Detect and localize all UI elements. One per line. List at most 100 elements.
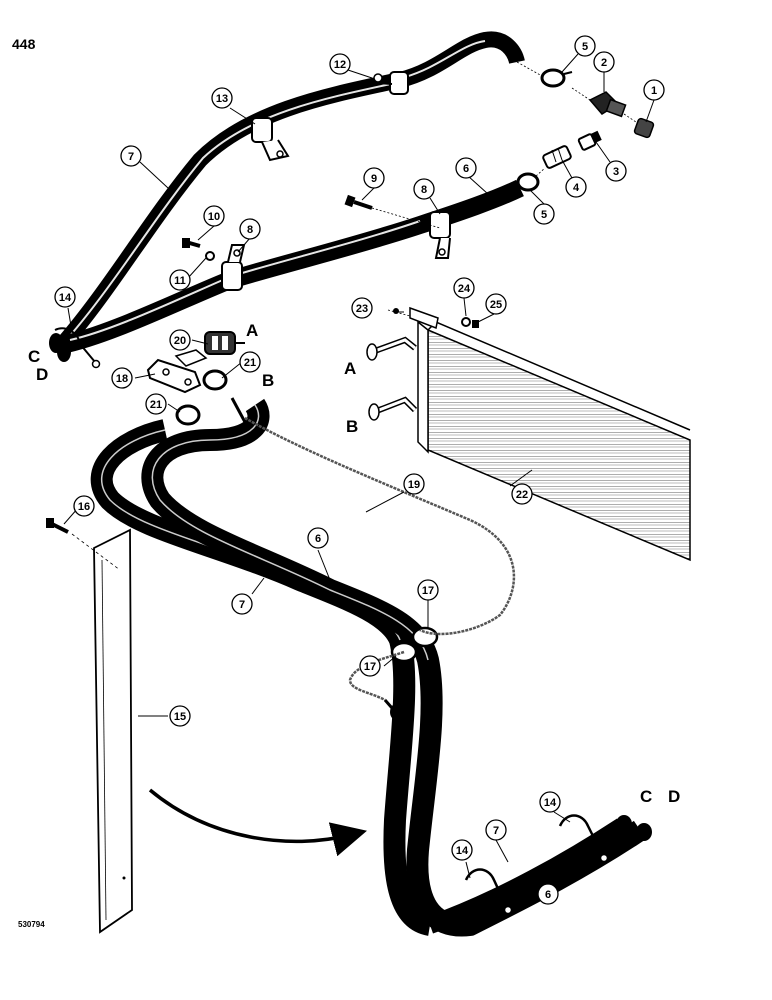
svg-text:6: 6	[545, 889, 551, 901]
svg-text:24: 24	[458, 283, 471, 295]
hose-clamp-14-lower-left	[464, 868, 513, 915]
callout-18: 18	[111, 367, 133, 389]
callout-22: 22	[511, 483, 533, 505]
heater-hose-long-6	[141, 398, 647, 937]
svg-text:14: 14	[544, 797, 557, 809]
hose-clamp-12	[361, 71, 409, 95]
callout-8-right: 8	[413, 178, 435, 200]
bolt-10	[182, 238, 215, 261]
callout-6-middle: 6	[307, 527, 329, 549]
svg-text:8: 8	[421, 184, 427, 196]
callout-5-upper: 5	[574, 35, 596, 57]
connection-label-b-core: B	[346, 417, 358, 436]
callout-19: 19	[403, 473, 425, 495]
svg-text:9: 9	[371, 173, 377, 185]
svg-text:20: 20	[174, 335, 186, 347]
hose-clamp-17-upper	[411, 626, 439, 648]
svg-text:22: 22	[516, 489, 528, 501]
svg-text:5: 5	[541, 209, 547, 221]
nut-25	[472, 320, 479, 328]
callout-10: 10	[203, 205, 225, 227]
washer-24	[461, 317, 471, 327]
connection-label-a-fitting: A	[246, 321, 258, 340]
hose-clamp-21-lower	[175, 397, 248, 426]
callout-6-upper: 6	[455, 157, 477, 179]
shield-plate-15	[71, 528, 133, 934]
callout-9: 9	[363, 167, 385, 189]
svg-text:17: 17	[422, 585, 434, 597]
fitting-1	[623, 113, 655, 139]
svg-text:10: 10	[208, 211, 220, 223]
svg-text:5: 5	[582, 41, 588, 53]
svg-text:1: 1	[651, 85, 657, 97]
svg-text:11: 11	[174, 275, 186, 287]
callout-21-upper: 21	[239, 351, 261, 373]
shutoff-valve-2	[571, 87, 627, 118]
callout-13: 13	[211, 87, 233, 109]
nipple-3	[577, 130, 602, 151]
svg-text:2: 2	[601, 57, 607, 69]
hose-clamp-5-lower	[516, 167, 546, 192]
svg-text:3: 3	[613, 166, 619, 178]
callout-21-lower: 21	[145, 393, 167, 415]
svg-text:23: 23	[356, 303, 368, 315]
svg-text:7: 7	[239, 599, 245, 611]
install-direction-arrow	[148, 788, 367, 857]
callout-25: 25	[485, 293, 507, 315]
callout-4: 4	[565, 176, 587, 198]
svg-text:6: 6	[315, 533, 321, 545]
callout-5-lower: 5	[533, 203, 555, 225]
callout-11: 11	[169, 269, 191, 291]
callout-7-lower: 7	[485, 819, 507, 841]
svg-text:13: 13	[216, 93, 228, 105]
svg-text:8: 8	[247, 224, 253, 236]
hose-clamp-5-upper	[516, 61, 573, 88]
callout-16: 16	[73, 495, 95, 517]
svg-text:19: 19	[408, 479, 420, 491]
svg-text:15: 15	[174, 711, 186, 723]
connection-label-d-upper: D	[36, 365, 48, 384]
svg-text:16: 16	[78, 501, 90, 513]
svg-text:18: 18	[116, 373, 128, 385]
svg-text:25: 25	[490, 299, 502, 311]
hose-clamp-13	[251, 117, 290, 162]
callout-14-lower-right: 14	[539, 791, 561, 813]
hose-clamp-21-upper	[202, 369, 228, 391]
svg-text:21: 21	[150, 399, 162, 411]
callout-24: 24	[453, 277, 475, 299]
callout-23: 23	[351, 297, 373, 319]
connection-label-d-lower: D	[668, 787, 680, 806]
hose-clamp-8-right	[429, 211, 451, 259]
figure-code: 530794	[18, 920, 45, 929]
callout-6-lower: 6	[537, 883, 559, 905]
leader-lines	[63, 53, 655, 883]
svg-text:17: 17	[364, 661, 376, 673]
hose-clamp-14-lower-right	[558, 814, 609, 863]
hose-ends-cd-upper	[49, 333, 71, 362]
callout-8-left: 8	[239, 218, 261, 240]
callout-17-upper: 17	[417, 579, 439, 601]
hose-end-7-lower	[426, 815, 652, 934]
svg-text:7: 7	[493, 825, 499, 837]
valve-fitting-20	[204, 331, 245, 355]
heater-hose-upper	[55, 31, 525, 351]
callout-15: 15	[169, 705, 191, 727]
connection-label-b-fitting: B	[262, 371, 274, 390]
callout-12: 12	[329, 53, 351, 75]
svg-text:6: 6	[463, 163, 469, 175]
callout-20: 20	[169, 329, 191, 351]
svg-text:7: 7	[128, 151, 134, 163]
bracket-18	[146, 349, 208, 394]
screw-16	[46, 518, 69, 534]
connection-label-a-core: A	[344, 359, 356, 378]
callout-7-middle: 7	[231, 593, 253, 615]
page-number: 448	[12, 36, 36, 52]
fitting-4	[542, 145, 572, 169]
bolt-9	[344, 194, 441, 229]
callout-14-upper: 14	[54, 286, 76, 308]
callout-14-lower-left: 14	[451, 839, 473, 861]
heater-core-22	[366, 306, 691, 562]
callout-7-upper: 7	[120, 145, 142, 167]
